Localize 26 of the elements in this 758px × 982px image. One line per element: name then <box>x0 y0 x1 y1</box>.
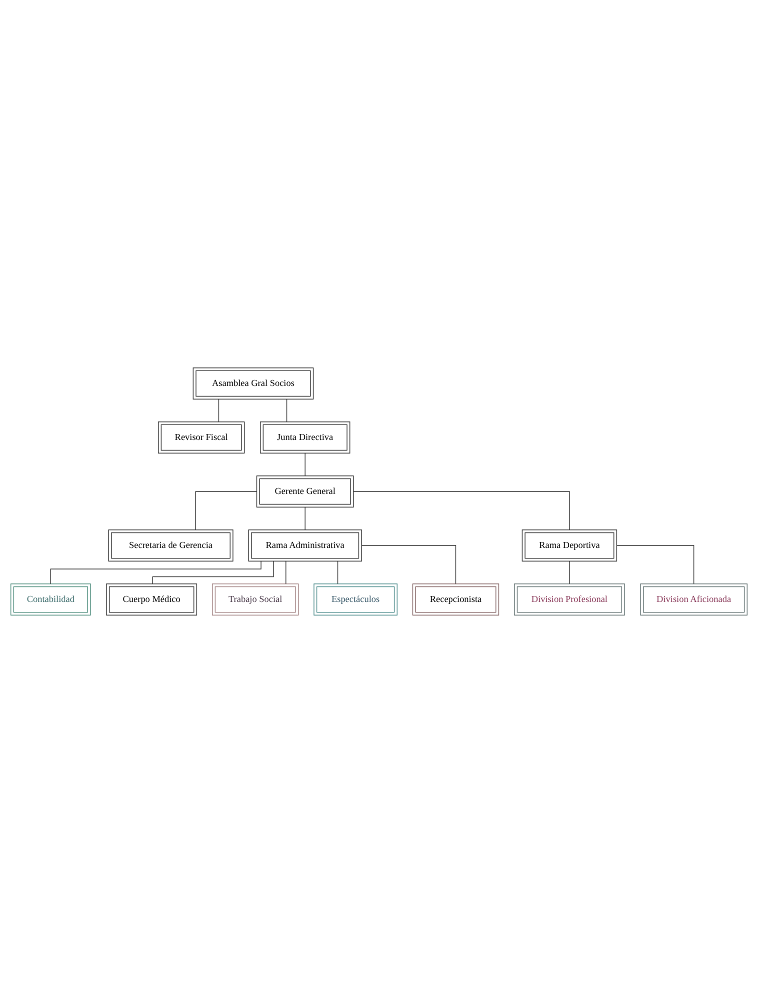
node-box: Espectáculos <box>314 583 398 615</box>
connector <box>569 560 570 584</box>
connector <box>152 560 274 584</box>
node-box: Recepcionista <box>412 583 500 615</box>
node-box: Division Aficionada <box>640 583 748 615</box>
node-box: Division Profesional <box>514 583 625 615</box>
connector <box>304 506 306 530</box>
connector <box>195 490 257 530</box>
node-box: Rama Deportiva <box>522 529 618 561</box>
connector <box>337 560 338 584</box>
node-box: Cuerpo Médico <box>106 583 198 615</box>
connector <box>218 398 220 422</box>
node-box: Trabajo Social <box>212 583 299 615</box>
node-box: Gerente General <box>256 475 354 507</box>
node-box: Contabilidad <box>10 583 91 615</box>
connector <box>286 398 288 422</box>
node-box: Asamblea Gral Socios <box>192 367 314 399</box>
node-box: Junta Directiva <box>260 421 350 453</box>
connector <box>304 452 306 476</box>
connector <box>616 544 694 584</box>
connector <box>361 544 456 584</box>
connector <box>353 490 570 530</box>
node-box: Secretaria de Gerencia <box>108 529 234 561</box>
connector <box>50 560 262 584</box>
node-box: Rama Administrativa <box>248 529 362 561</box>
node-box: Revisor Fiscal <box>158 421 245 453</box>
